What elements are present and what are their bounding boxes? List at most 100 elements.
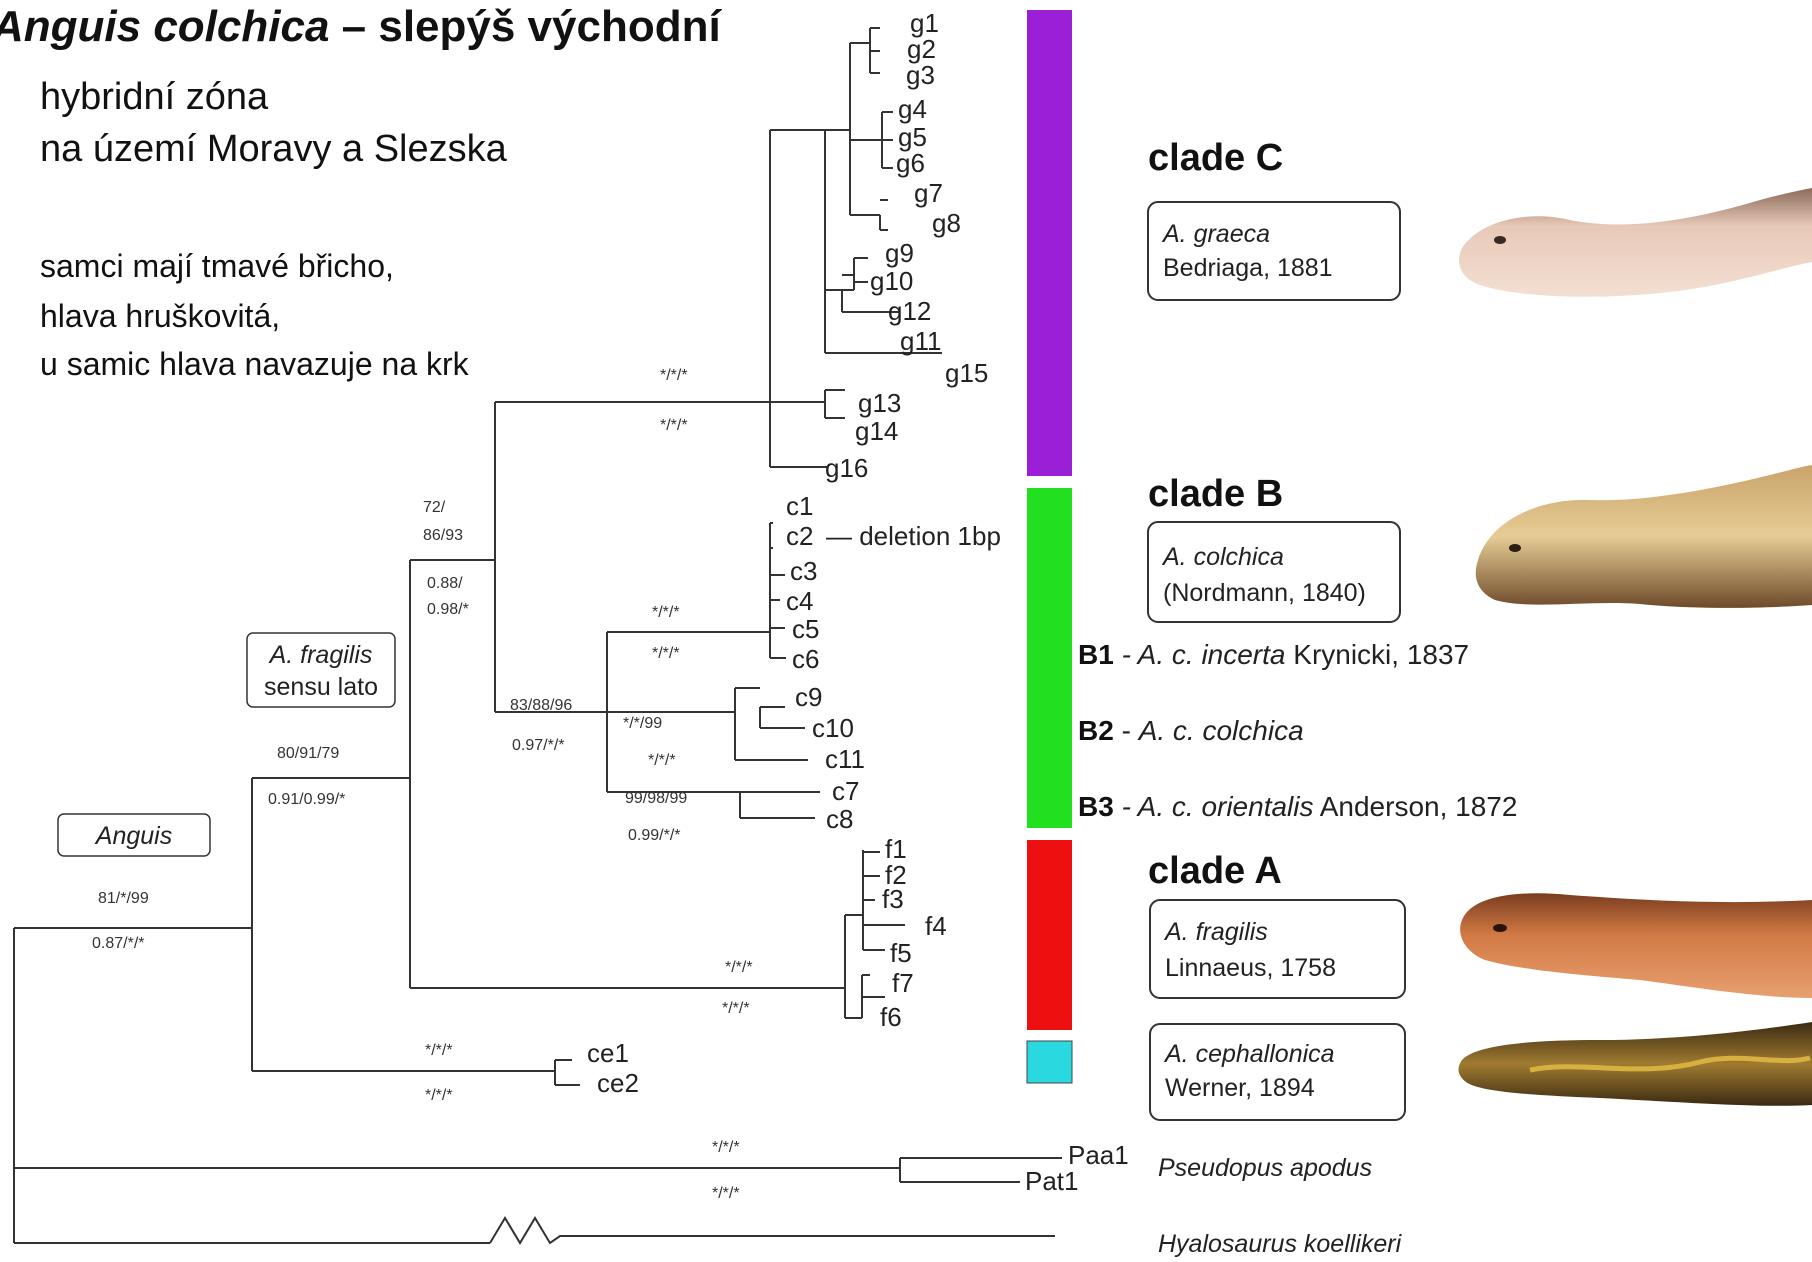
support-g-below: */*/* bbox=[660, 417, 688, 434]
support-c911-above: */*/99 bbox=[623, 715, 662, 732]
leaf-c6: c6 bbox=[792, 644, 819, 674]
clade-c-species: A. graeca bbox=[1161, 220, 1270, 248]
leaf-g8: g8 bbox=[932, 208, 961, 238]
fragilis-clade bbox=[845, 915, 885, 1018]
leaf-g13: g13 bbox=[858, 388, 901, 418]
leaf-c3: c3 bbox=[790, 556, 817, 586]
subclade-b1: B1 - A. c. incerta Krynicki, 1837 bbox=[1078, 639, 1469, 670]
b3-author: Anderson, 1872 bbox=[1314, 791, 1518, 822]
anguis-node bbox=[252, 778, 555, 1071]
leaf-g12: g12 bbox=[888, 296, 931, 326]
cephallonica-box bbox=[1150, 1024, 1405, 1120]
lizard-head-cephallonica bbox=[1459, 1022, 1812, 1106]
support-c16-above: */*/* bbox=[652, 604, 680, 621]
leaf-g4: g4 bbox=[898, 94, 927, 124]
lizard-head-graeca bbox=[1459, 188, 1812, 297]
support-gc-below-2: 0.98/* bbox=[427, 601, 469, 618]
leaf-f6: f6 bbox=[880, 1002, 902, 1032]
subclade-b3: B3 - A. c. orientalis Anderson, 1872 bbox=[1078, 791, 1517, 822]
support-ce-above: */*/* bbox=[425, 1042, 453, 1059]
leaf-g7: g7 bbox=[914, 178, 943, 208]
pseudopus-label: Pseudopus apodus bbox=[1158, 1154, 1372, 1182]
leaf-c11: c11 bbox=[825, 744, 865, 774]
support-c16-below: */*/* bbox=[652, 645, 680, 662]
support-root-above: 81/*/99 bbox=[98, 890, 149, 907]
leaf-g15: g15 bbox=[945, 358, 988, 388]
b1-code: B1 bbox=[1078, 639, 1114, 670]
support-gc-above-1: 72/ bbox=[423, 499, 446, 516]
clade-b-label: clade B bbox=[1148, 473, 1283, 515]
clade-b-species: A. colchica bbox=[1161, 543, 1284, 571]
leaf-g3: g3 bbox=[906, 60, 935, 90]
clade-a-bar bbox=[1027, 840, 1072, 1030]
b1-author: Krynicki, 1837 bbox=[1285, 639, 1469, 670]
support-g-above: */*/* bbox=[660, 367, 688, 384]
g1-g8 bbox=[850, 28, 880, 215]
leaf-g14: g14 bbox=[855, 416, 898, 446]
g13-g16 bbox=[812, 390, 845, 418]
fragilis-node bbox=[410, 560, 845, 988]
b1-pre: - A. c. bbox=[1114, 639, 1202, 670]
leaf-c5: c5 bbox=[792, 614, 819, 644]
b2-code: B2 bbox=[1078, 715, 1114, 746]
c7-c8 bbox=[740, 792, 820, 818]
b3-code: B3 bbox=[1078, 791, 1114, 822]
support-pa-above: */*/* bbox=[712, 1139, 740, 1156]
anguis-box-label: Anguis bbox=[94, 822, 172, 850]
support-ce-below: */*/* bbox=[425, 1087, 453, 1104]
support-values: */*/* */*/* 72/ 86/93 0.88/ 0.98/* */*/*… bbox=[92, 367, 753, 1202]
leaf-c4: c4 bbox=[786, 586, 813, 616]
cephallonica-bar bbox=[1027, 1041, 1072, 1083]
support-frag-above: 80/91/79 bbox=[277, 745, 339, 762]
leaf-f4: f4 bbox=[925, 911, 947, 941]
support-b-above: 83/88/96 bbox=[510, 697, 572, 714]
c1-c6 bbox=[770, 523, 786, 658]
leaf-pat1: Pat1 bbox=[1025, 1166, 1079, 1196]
support-f-below: */*/* bbox=[722, 1000, 750, 1017]
leaf-g9: g9 bbox=[885, 238, 914, 268]
support-frag-below: 0.91/0.99/* bbox=[268, 791, 345, 808]
b2-name: A. c. colchica bbox=[1137, 715, 1304, 746]
leaf-f7: f7 bbox=[892, 968, 914, 998]
b1-name: incerta bbox=[1201, 639, 1285, 670]
fragilis-sl-box-line-2: sensu lato bbox=[264, 673, 378, 701]
clade-a-box bbox=[1150, 900, 1405, 998]
clade-b-bar bbox=[1027, 488, 1072, 828]
support-root-below: 0.87/*/* bbox=[92, 935, 144, 952]
clade-b-author: (Nordmann, 1840) bbox=[1163, 579, 1366, 607]
cephallonica-author: Werner, 1894 bbox=[1165, 1074, 1315, 1102]
b3-name: orientalis bbox=[1201, 791, 1313, 822]
leaf-f3: f3 bbox=[882, 884, 904, 914]
leaf-ce1: ce1 bbox=[587, 1038, 629, 1068]
g4-g6 bbox=[850, 112, 893, 230]
support-f-above: */*/* bbox=[725, 959, 753, 976]
leaf-f5: f5 bbox=[890, 938, 912, 968]
support-pa-below: */*/* bbox=[712, 1185, 740, 1202]
gc-node bbox=[495, 402, 770, 712]
clade-c-bar bbox=[1027, 10, 1072, 476]
leaf-g6: g6 bbox=[896, 148, 925, 178]
clade-a-species: A. fragilis bbox=[1163, 918, 1268, 946]
leaf-c2: c2 bbox=[786, 521, 813, 551]
subclade-b2: B2 - A. c. colchica bbox=[1078, 715, 1304, 746]
b3-pre: - A. c. bbox=[1114, 791, 1202, 822]
anguis-box: Anguis bbox=[58, 814, 210, 856]
support-c78-above: 99/98/99 bbox=[625, 790, 687, 807]
fragilis-sl-box-line-1: A. fragilis bbox=[268, 641, 373, 669]
clade-c-box bbox=[1148, 202, 1400, 300]
clade-a-label: clade A bbox=[1148, 850, 1282, 892]
leaf-g11: g11 bbox=[900, 326, 941, 356]
clade-b-box bbox=[1148, 522, 1400, 622]
hyalosaurus-label: Hyalosaurus koellikeri bbox=[1158, 1230, 1403, 1258]
support-b-below: 0.97/*/* bbox=[512, 737, 564, 754]
clade-c-author: Bedriaga, 1881 bbox=[1163, 254, 1333, 282]
leaf-ce2: ce2 bbox=[597, 1068, 639, 1098]
clade-c-label: clade C bbox=[1148, 137, 1283, 179]
cephallonica-clade bbox=[555, 1060, 580, 1085]
fragilis-sl-box: A. fragilis sensu lato bbox=[247, 633, 395, 707]
leaf-c7: c7 bbox=[832, 776, 859, 806]
support-c78-below: 0.99/*/* bbox=[628, 827, 680, 844]
leaf-c9: c9 bbox=[795, 682, 822, 712]
leaf-c8: c8 bbox=[826, 804, 853, 834]
